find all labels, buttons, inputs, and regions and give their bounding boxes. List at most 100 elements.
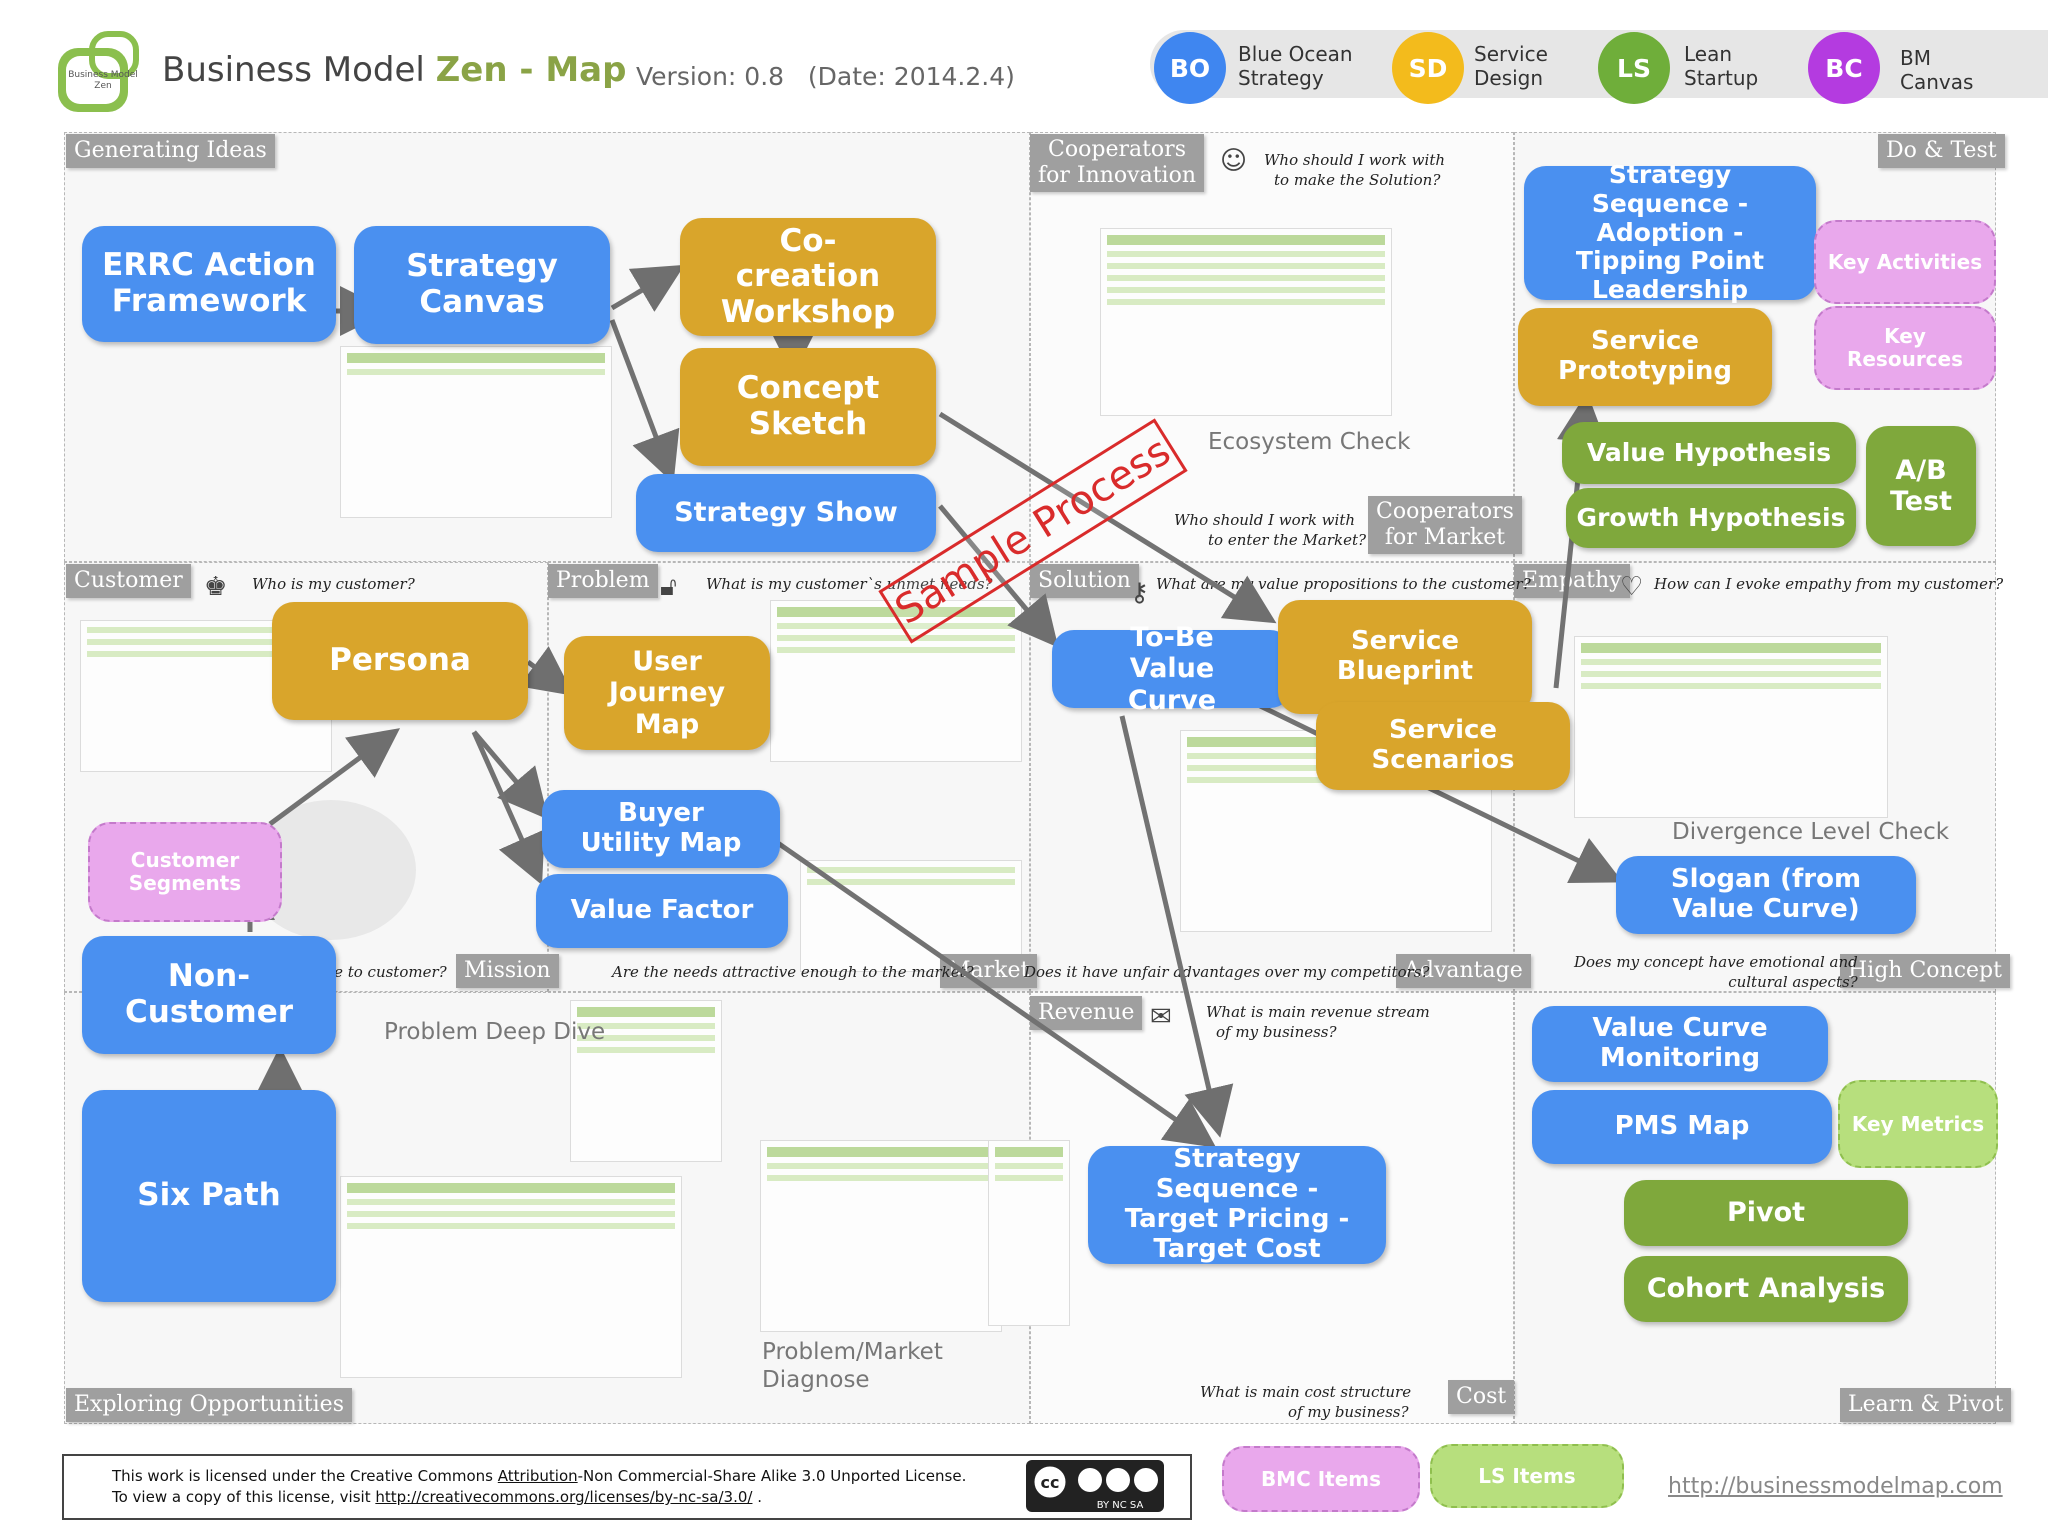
arrow-tobe-slogan <box>1250 699 1623 883</box>
box-value-factor[interactable]: Value Factor <box>536 874 788 948</box>
arrow-concept-blueprint <box>938 411 1277 624</box>
lock-icon: 🔓︎ <box>660 572 677 602</box>
box-strategy-sequence-adoption[interactable]: Strategy Sequence - Adoption - Tipping P… <box>1524 160 1816 304</box>
box-cocreation-workshop[interactable]: Co-creation Workshop <box>680 218 936 336</box>
box-key-activities[interactable]: Key Activities <box>1814 220 1996 304</box>
arrow-canvas-show <box>609 319 680 484</box>
heart-icon: ♡ <box>1620 572 1644 602</box>
title-highlight: Zen - Map <box>435 50 627 90</box>
cc-license-badge: cc BY NC SA <box>1026 1460 1164 1512</box>
label-learn-pivot: Learn & Pivot <box>1840 1388 2012 1422</box>
box-six-path[interactable]: Six Path <box>82 1090 336 1302</box>
caption-divergence: Divergence Level Check <box>1672 819 1950 845</box>
box-value-curve-monitoring[interactable]: Value Curve Monitoring <box>1532 1006 1828 1082</box>
arrow-buyer-pricing <box>760 829 1217 1148</box>
zen-checklist-small <box>988 1140 1070 1326</box>
user-journey-template <box>770 600 1022 762</box>
box-key-resources[interactable]: Key Resources <box>1814 306 1996 390</box>
arrow-tobe-pricing <box>1119 715 1234 1138</box>
label-high-concept: High Concept <box>1840 954 2010 988</box>
box-strategy-canvas[interactable]: Strategy Canvas <box>354 226 610 344</box>
box-growth-hypothesis[interactable]: Growth Hypothesis <box>1566 488 1856 548</box>
caption-ecosystem-check: Ecosystem Check <box>1208 429 1411 455</box>
arrow-persona-journey <box>518 646 575 696</box>
box-cohort-analysis[interactable]: Cohort Analysis <box>1624 1256 1908 1322</box>
label-problem: Problem <box>548 564 658 598</box>
box-buyer-utility-map[interactable]: Buyer Utility Map <box>542 790 780 868</box>
box-strategy-sequence-pricing[interactable]: Strategy Sequence - Target Pricing - Tar… <box>1088 1144 1386 1264</box>
attribution-link[interactable]: Attribution <box>497 1467 578 1485</box>
zen-logo <box>52 30 162 120</box>
version-date: (Date: 2014.2.4) <box>807 62 1015 91</box>
arrow-canvas-cocreation <box>610 264 685 312</box>
license-box <box>62 1454 1192 1520</box>
zen-checklist-template <box>1574 636 1888 818</box>
box-errc-action-framework[interactable]: ERRC Action Framework <box>82 226 336 342</box>
label-mission: Mission <box>456 954 559 988</box>
box-slogan[interactable]: Slogan (from Value Curve) <box>1616 856 1916 934</box>
box-key-metrics[interactable]: Key Metrics <box>1838 1080 1998 1168</box>
legend-bmc-items: BMC Items <box>1222 1446 1420 1512</box>
box-service-scenarios[interactable]: Service Scenarios <box>1316 702 1570 790</box>
question-problem: What is my customer`s unmet needs? <box>706 575 993 593</box>
box-pms-map[interactable]: PMS Map <box>1532 1090 1832 1164</box>
label-revenue: Revenue <box>1030 996 1143 1030</box>
box-persona[interactable]: Persona <box>272 602 528 720</box>
label-customer: Customer <box>66 564 191 598</box>
question-market: Are the needs attractive enough to the m… <box>612 963 974 981</box>
license-text: This work is licensed under the Creative… <box>112 1467 967 1506</box>
legend-bo-badge: BO <box>1154 32 1226 104</box>
question-advantage: Does it have unfair advantages over my c… <box>1024 963 1430 981</box>
box-service-prototyping[interactable]: Service Prototyping <box>1518 308 1772 406</box>
box-customer-segments[interactable]: Customer Segments <box>88 822 282 922</box>
arrow-show-tobe <box>938 504 1059 648</box>
license-link[interactable]: http://creativecommons.org/licenses/by-n… <box>375 1488 753 1506</box>
caption-problem-market: Problem/Market Diagnose <box>762 1339 943 1393</box>
legend-ls-items: LS Items <box>1430 1444 1624 1508</box>
label-do-test: Do & Test <box>1878 134 2005 168</box>
box-pivot[interactable]: Pivot <box>1624 1180 1908 1246</box>
box-concept-sketch[interactable]: Concept Sketch <box>680 348 936 466</box>
svg-text:BY NC SA: BY NC SA <box>1097 1500 1144 1511</box>
box-non-customer[interactable]: Non-Customer <box>82 936 336 1054</box>
box-user-journey-map[interactable]: User Journey Map <box>564 636 770 750</box>
problem-deep-dive-template <box>570 1000 722 1162</box>
box-to-be-value-curve[interactable]: To-Be Value Curve <box>1052 622 1292 716</box>
box-service-blueprint[interactable]: Service Blueprint <box>1278 600 1532 714</box>
label-market: Market <box>940 954 1038 988</box>
box-strategy-show[interactable]: Strategy Show <box>636 474 936 552</box>
strategy-canvas-template <box>340 346 612 518</box>
version-info: Version: 0.8 (Date: 2014.2.4) <box>636 62 1015 91</box>
label-cost: Cost <box>1448 1380 1515 1414</box>
question-empathy: How can I evoke empathy from my customer… <box>1654 575 2004 593</box>
cooperator-value-checklist <box>1100 228 1392 416</box>
legend-ls-badge: LS <box>1598 32 1670 104</box>
label-advantage: Advantage <box>1396 954 1531 988</box>
handshake-icon: ☺ <box>1220 146 1248 176</box>
buyer-utility-template <box>800 860 1022 972</box>
box-ab-test[interactable]: A/B Test <box>1866 426 1976 546</box>
label-generating-ideas: Generating Ideas <box>66 134 275 168</box>
wallet-icon: ✉ <box>1150 1002 1172 1032</box>
label-exploring: Exploring Opportunities <box>66 1388 352 1422</box>
box-value-hypothesis[interactable]: Value Hypothesis <box>1562 422 1856 484</box>
svg-text:cc: cc <box>1041 1473 1060 1492</box>
question-customer: Who is my customer? <box>252 575 415 593</box>
page-title: Business Model Zen - Map <box>162 50 627 90</box>
arrow-segments-persona <box>268 728 401 827</box>
site-link[interactable]: http://businessmodelmap.com <box>1668 1474 2003 1499</box>
key-icon: ⚷ <box>1130 578 1150 608</box>
version-number: Version: 0.8 <box>636 62 785 91</box>
problem-market-template <box>760 1140 1002 1332</box>
person-icon: ♚ <box>204 572 228 602</box>
caption-problem-deep-dive: Problem Deep Dive <box>384 1019 606 1045</box>
label-empathy: Empathy <box>1514 564 1630 598</box>
legend-bc-badge: BC <box>1808 32 1880 104</box>
